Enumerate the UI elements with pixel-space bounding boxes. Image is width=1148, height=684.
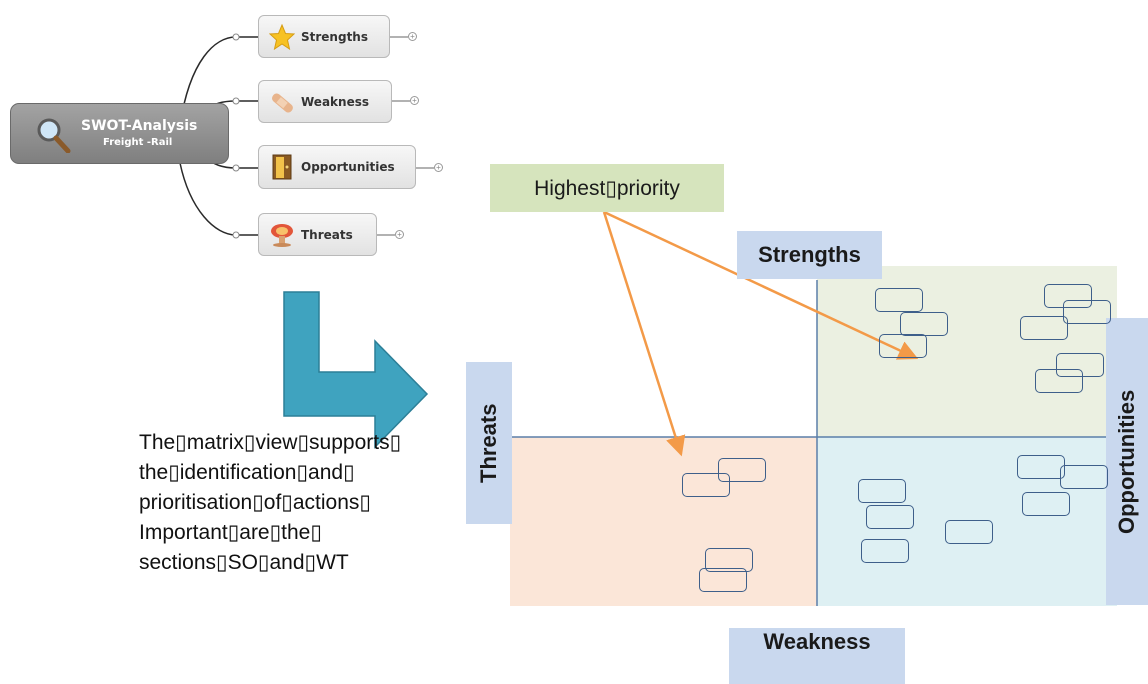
priority-arrow-so [603, 210, 919, 360]
action-box[interactable] [875, 288, 923, 312]
action-box[interactable] [1063, 300, 1111, 324]
action-box[interactable] [699, 568, 747, 592]
magnifier-icon [35, 117, 71, 158]
flow-arrow [283, 291, 429, 449]
action-box[interactable] [861, 539, 909, 563]
expand-weakness-button[interactable]: + [410, 96, 419, 105]
root-subtitle: Freight -Rail [103, 137, 173, 148]
description-line: the▯identification▯and▯ [139, 461, 355, 484]
branch-weakness[interactable]: Weakness [258, 80, 392, 123]
action-box[interactable] [1017, 455, 1065, 479]
action-box[interactable] [866, 505, 914, 529]
expand-strengths-button[interactable]: + [408, 32, 417, 41]
opportunities-header: Opportunities [1106, 318, 1148, 605]
quadrant-so [817, 266, 1117, 437]
diagram-canvas [179, 33, 1117, 606]
description-line: The▯matrix▯view▯supports▯ [139, 431, 402, 454]
weakness-header: Weakness [729, 628, 905, 684]
highest-priority-label: Highest▯priority [490, 164, 724, 212]
action-box[interactable] [1060, 465, 1108, 489]
root-title: SWOT-Analysis [81, 118, 198, 134]
action-box[interactable] [705, 548, 753, 572]
bandage-icon [269, 89, 295, 115]
branch-opportunities[interactable]: Opportunities [258, 145, 416, 189]
door-icon [269, 154, 295, 180]
action-box[interactable] [682, 473, 730, 497]
action-box[interactable] [858, 479, 906, 503]
action-box[interactable] [718, 458, 766, 482]
branch-weakness-label: Weakness [301, 94, 369, 109]
weakness-header-text: Weakness [763, 629, 871, 654]
branch-threats-label: Threats [301, 227, 353, 242]
action-box[interactable] [1056, 353, 1104, 377]
description-text: The▯matrix▯view▯supports▯ the▯identifica… [139, 428, 439, 578]
branch-strengths-label: Strengths [301, 29, 368, 44]
expand-threats-button[interactable]: + [395, 230, 404, 239]
branch-connector-threats [179, 162, 258, 236]
action-box[interactable] [1044, 284, 1092, 308]
explosion-icon [269, 222, 295, 248]
quadrant-wt [510, 437, 817, 606]
action-box[interactable] [1020, 316, 1068, 340]
action-box[interactable] [945, 520, 993, 544]
priority-arrow-wt [602, 211, 686, 457]
action-box[interactable] [900, 312, 948, 336]
action-box[interactable] [1022, 492, 1070, 516]
action-box[interactable] [879, 334, 927, 358]
threats-header: Threats [466, 362, 512, 524]
expand-opportunities-button[interactable]: + [434, 163, 443, 172]
strengths-header: Strengths [737, 231, 882, 279]
mindmap-root[interactable]: SWOT-Analysis Freight -Rail [10, 103, 229, 164]
star-icon [269, 23, 295, 50]
description-line: Important▯are▯the▯ [139, 521, 322, 544]
branch-opportunities-label: Opportunities [301, 160, 395, 174]
description-line: prioritisation▯of▯actions▯ [139, 491, 371, 514]
description-line: sections▯SO▯and▯WT [139, 551, 349, 574]
action-box[interactable] [1035, 369, 1083, 393]
branch-strengths[interactable]: Strengths [258, 15, 390, 58]
branch-threats[interactable]: Threats [258, 213, 377, 256]
